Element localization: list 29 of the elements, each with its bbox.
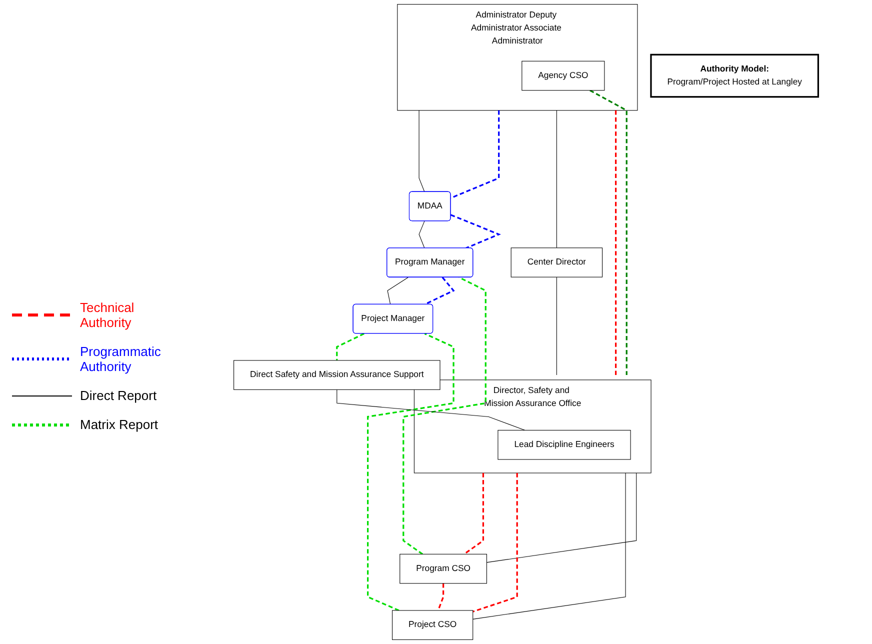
legend-label: Direct Report (80, 388, 157, 403)
node-box: Direct Safety and Mission Assurance Support (234, 360, 440, 390)
legend-label: Technical Authority (80, 300, 136, 330)
connector (450, 110, 500, 199)
node-box: Project CSO (392, 610, 474, 640)
connector (556, 276, 557, 376)
node-box: Agency CSO (522, 60, 605, 91)
connector (367, 332, 454, 612)
connector (472, 473, 518, 612)
legend-label: Programmatic Authority (80, 344, 162, 374)
connector (418, 110, 425, 192)
connector (424, 276, 455, 306)
connector (472, 472, 626, 620)
node-box: Program CSO (400, 554, 487, 584)
connector (590, 90, 628, 376)
connector (464, 473, 484, 555)
connector (387, 277, 408, 305)
connector (336, 389, 526, 430)
connector (615, 110, 617, 376)
connector (418, 220, 425, 248)
legend-label: Matrix Report (80, 417, 158, 432)
node-box: Lead Discipline Engineers (498, 430, 631, 460)
connector (486, 472, 637, 563)
connector (336, 332, 364, 360)
node-box: Center Director (510, 248, 603, 278)
connector (437, 583, 444, 611)
connector (556, 110, 557, 248)
connector (402, 276, 486, 555)
node-box: Authority Model: Program/Project Hosted at Langley (650, 54, 820, 98)
